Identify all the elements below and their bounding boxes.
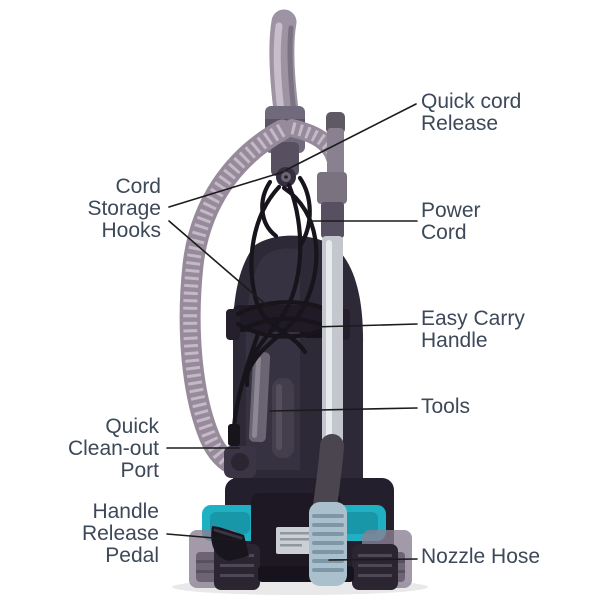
teal-shading-right <box>338 512 378 534</box>
leader-cord-hooks-lower <box>168 220 272 310</box>
power-cord-plug <box>228 424 240 446</box>
quick-clean-out-port-part <box>224 446 256 478</box>
leader-easy-carry-handle <box>312 323 418 328</box>
label-tools: Tools <box>421 395 471 418</box>
leader-cord-hooks-upper <box>168 171 284 208</box>
vacuum-handle-grip <box>269 9 300 131</box>
leader-tools <box>269 407 418 412</box>
wand-assembly <box>317 112 347 448</box>
leader-handle-release-pedal <box>166 533 239 541</box>
tools-part <box>248 351 294 458</box>
rating-sticker <box>276 527 314 554</box>
label-power-cord: Power Cord <box>421 199 481 244</box>
label-handle-release-pedal: Handle Release Pedal <box>81 500 159 567</box>
handle-release-pedal-part <box>211 526 249 561</box>
label-quick-cord-release: Quick cord Release <box>421 90 522 135</box>
wheel-right <box>352 544 398 590</box>
leader-nozzle-hose <box>328 558 418 561</box>
label-nozzle-hose: Nozzle Hose <box>421 545 541 568</box>
label-quick-clean-out-port: Quick Clean-out Port <box>67 415 159 482</box>
label-cord-storage-hooks: Cord Storage Hooks <box>87 175 161 242</box>
leader-quick-cord-release <box>285 103 417 171</box>
nozzle-hose-part <box>309 434 347 586</box>
leader-lines <box>166 103 418 561</box>
label-easy-carry-handle: Easy Carry Handle <box>421 307 525 352</box>
